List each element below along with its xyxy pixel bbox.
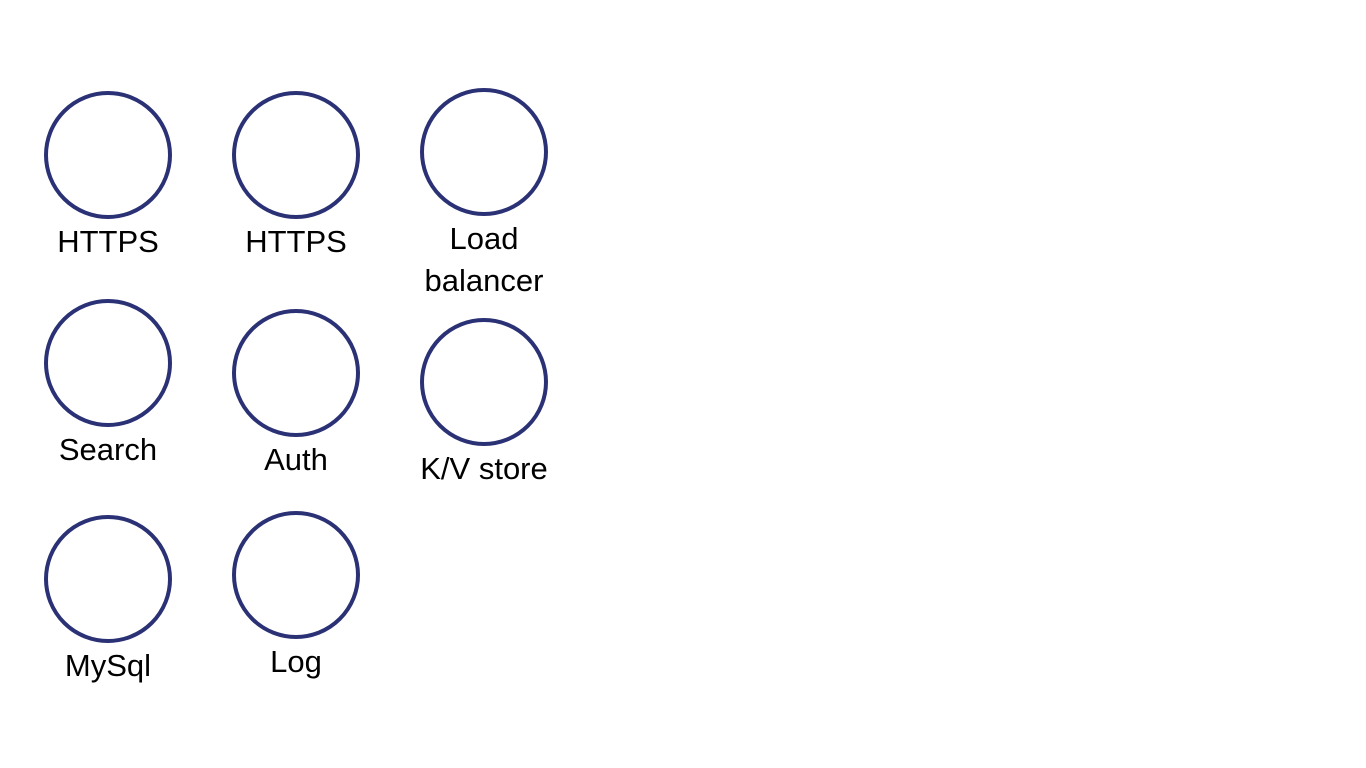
node-label: Load balancer (424, 221, 544, 298)
node-label: Log (270, 644, 322, 679)
node-circle (232, 511, 360, 639)
node-circle (420, 88, 548, 216)
node-circle (44, 91, 172, 219)
node-mysql: MySql (8, 515, 208, 687)
node-circle (420, 318, 548, 446)
node-label: MySql (64, 648, 152, 683)
node-log: Log (196, 511, 396, 683)
node-load-balancer: Load balancer (384, 88, 584, 302)
node-kv-store: K/V store (384, 318, 584, 490)
node-search: Search (8, 299, 208, 471)
node-label: Search (58, 432, 158, 467)
node-circle (232, 309, 360, 437)
node-label: Auth (264, 442, 328, 477)
node-https-1: HTTPS (8, 91, 208, 263)
node-circle (44, 515, 172, 643)
node-auth: Auth (196, 309, 396, 481)
node-circle (44, 299, 172, 427)
node-circle (232, 91, 360, 219)
node-https-2: HTTPS (196, 91, 396, 263)
node-label: K/V store (420, 451, 548, 486)
node-label: HTTPS (245, 224, 347, 259)
node-label: HTTPS (57, 224, 159, 259)
